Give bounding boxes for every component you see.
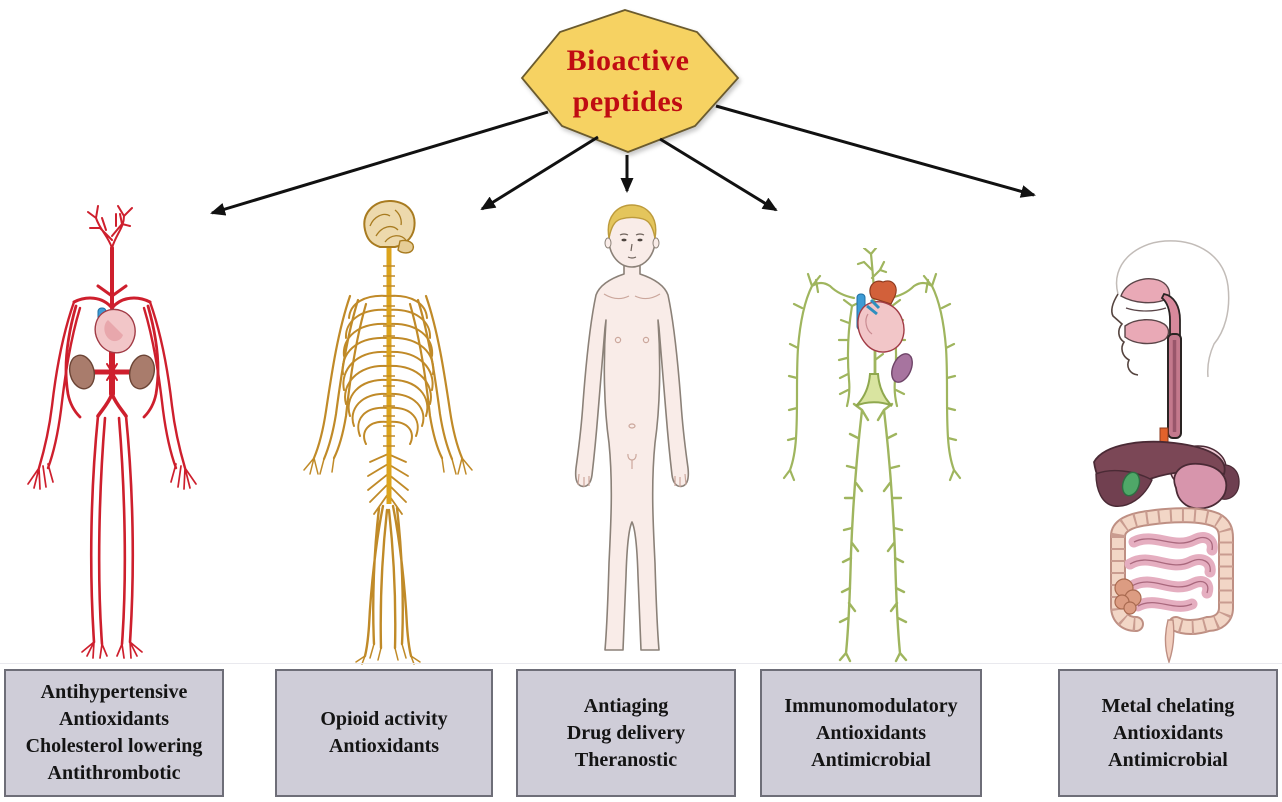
ear-right	[652, 237, 660, 249]
nervous-system-illustration	[303, 199, 473, 665]
lymphatic-system-illustration	[782, 248, 962, 663]
title-line2: peptides	[572, 85, 684, 118]
effect-label: Drug delivery	[566, 721, 686, 744]
lymph-vessels	[782, 248, 962, 663]
arrow-to-nervous	[480, 135, 599, 211]
effects-box-nervous: Opioid activity Antioxidants	[275, 669, 493, 797]
digestive-system-illustration	[1093, 240, 1240, 665]
heart-icon	[856, 280, 905, 353]
cecum	[1114, 578, 1142, 615]
octagon-shape	[520, 9, 740, 153]
nerves	[303, 294, 473, 665]
brain-icon	[363, 199, 416, 254]
kidney-right-icon	[128, 354, 156, 390]
effect-label: Opioid activity	[320, 708, 448, 730]
cisterna-chyli	[855, 373, 893, 407]
mouth-nasal-cavity	[1111, 278, 1171, 376]
effect-label: Antioxidants	[815, 721, 927, 744]
effect-label: Antioxidants	[328, 735, 440, 757]
effect-label: Cholesterol lowering	[25, 735, 203, 757]
rectum	[1164, 619, 1175, 665]
effect-label: Antimicrobial	[1108, 748, 1228, 771]
title-line1: Bioactive	[566, 44, 690, 77]
kidney-left-icon	[68, 354, 96, 390]
body-silhouette	[574, 259, 690, 651]
effect-label: Theranostic	[574, 748, 678, 771]
effect-label: Antiaging	[583, 694, 669, 717]
stomach-icon	[1173, 462, 1228, 510]
effects-box-circulatory: Antihypertensive Antioxidants Cholestero…	[4, 669, 224, 797]
effect-label: Immunomodulatory	[784, 694, 958, 717]
effect-label: Antihypertensive	[40, 681, 188, 703]
effect-label: Antioxidants	[1112, 721, 1224, 744]
arrow-to-digestive	[715, 104, 1036, 198]
separator-line	[0, 663, 1282, 664]
body-details	[577, 293, 687, 487]
vertebra-ticks	[383, 265, 395, 447]
face	[619, 233, 645, 259]
heart-icon	[94, 307, 136, 354]
human-body-illustration	[574, 204, 690, 651]
arteries	[27, 205, 197, 659]
arrow-to-circulatory	[210, 110, 549, 216]
effect-label: Antithrombotic	[47, 762, 181, 784]
arrow-to-lymphatic	[659, 137, 778, 212]
spleen-icon	[891, 353, 913, 383]
effects-box-body: Antiaging Drug delivery Theranostic	[516, 669, 736, 797]
arrows-layer	[210, 104, 1036, 216]
hair	[607, 204, 657, 239]
head-profile-outline	[1115, 240, 1230, 378]
effects-box-lymphatic: Immunomodulatory Antioxidants Antimicrob…	[760, 669, 982, 797]
gallbladder-icon	[1121, 471, 1141, 497]
ear-left	[604, 237, 612, 249]
effect-label: Antimicrobial	[811, 748, 931, 771]
diagram-title: Bioactive peptides	[512, 40, 744, 122]
effects-box-digestive: Metal chelating Antioxidants Antimicrobi…	[1058, 669, 1278, 797]
circulatory-system-illustration	[27, 205, 197, 659]
esophagus	[1159, 333, 1182, 444]
small-intestine	[1124, 532, 1218, 612]
bioactive-peptides-node-shape	[520, 9, 740, 153]
effect-label: Antioxidants	[58, 708, 170, 730]
effect-label: Metal chelating	[1101, 694, 1235, 717]
